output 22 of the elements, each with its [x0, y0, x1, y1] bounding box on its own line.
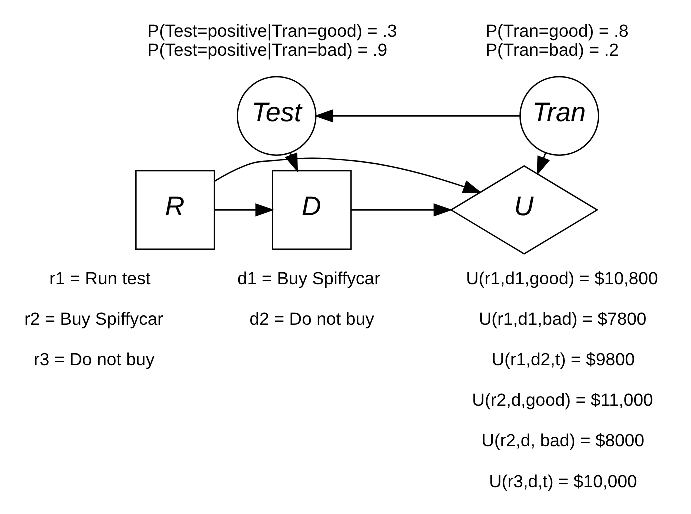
- label: r1 = Run test: [50, 268, 151, 288]
- label: d1 = Buy Spiffycar: [238, 268, 380, 288]
- label: d2 = Do not buy: [250, 308, 374, 328]
- node-label: P(Tran=good) = .8: [486, 20, 629, 40]
- label: U(r2,d, bad) = $8000: [482, 430, 644, 450]
- label: r2 = Buy Spiffycar: [24, 308, 164, 328]
- arrow: [214, 157, 482, 193]
- node-label: P(Test=positive|Tran=good) = .3: [148, 20, 398, 40]
- node-diamond: U: [450, 164, 599, 254]
- label: U(r1,d1,good) = $10,800: [466, 268, 658, 288]
- label: U(r2,d,good) = $11,000: [472, 390, 654, 410]
- arrow: [214, 203, 275, 216]
- label: r3 = Do not buy: [34, 349, 155, 370]
- label: U(r1,d1,bad) = $7800: [479, 308, 647, 328]
- node-box: R: [136, 170, 216, 250]
- label: U(r3,d,t) = $10,000: [489, 470, 638, 491]
- node-circle: Tran: [520, 76, 600, 156]
- label: U(r1,d2,t) = $9800: [492, 349, 636, 370]
- arrow: [314, 109, 520, 122]
- arrow: [351, 203, 453, 216]
- node-box: D: [272, 170, 352, 250]
- arrow: [537, 152, 550, 176]
